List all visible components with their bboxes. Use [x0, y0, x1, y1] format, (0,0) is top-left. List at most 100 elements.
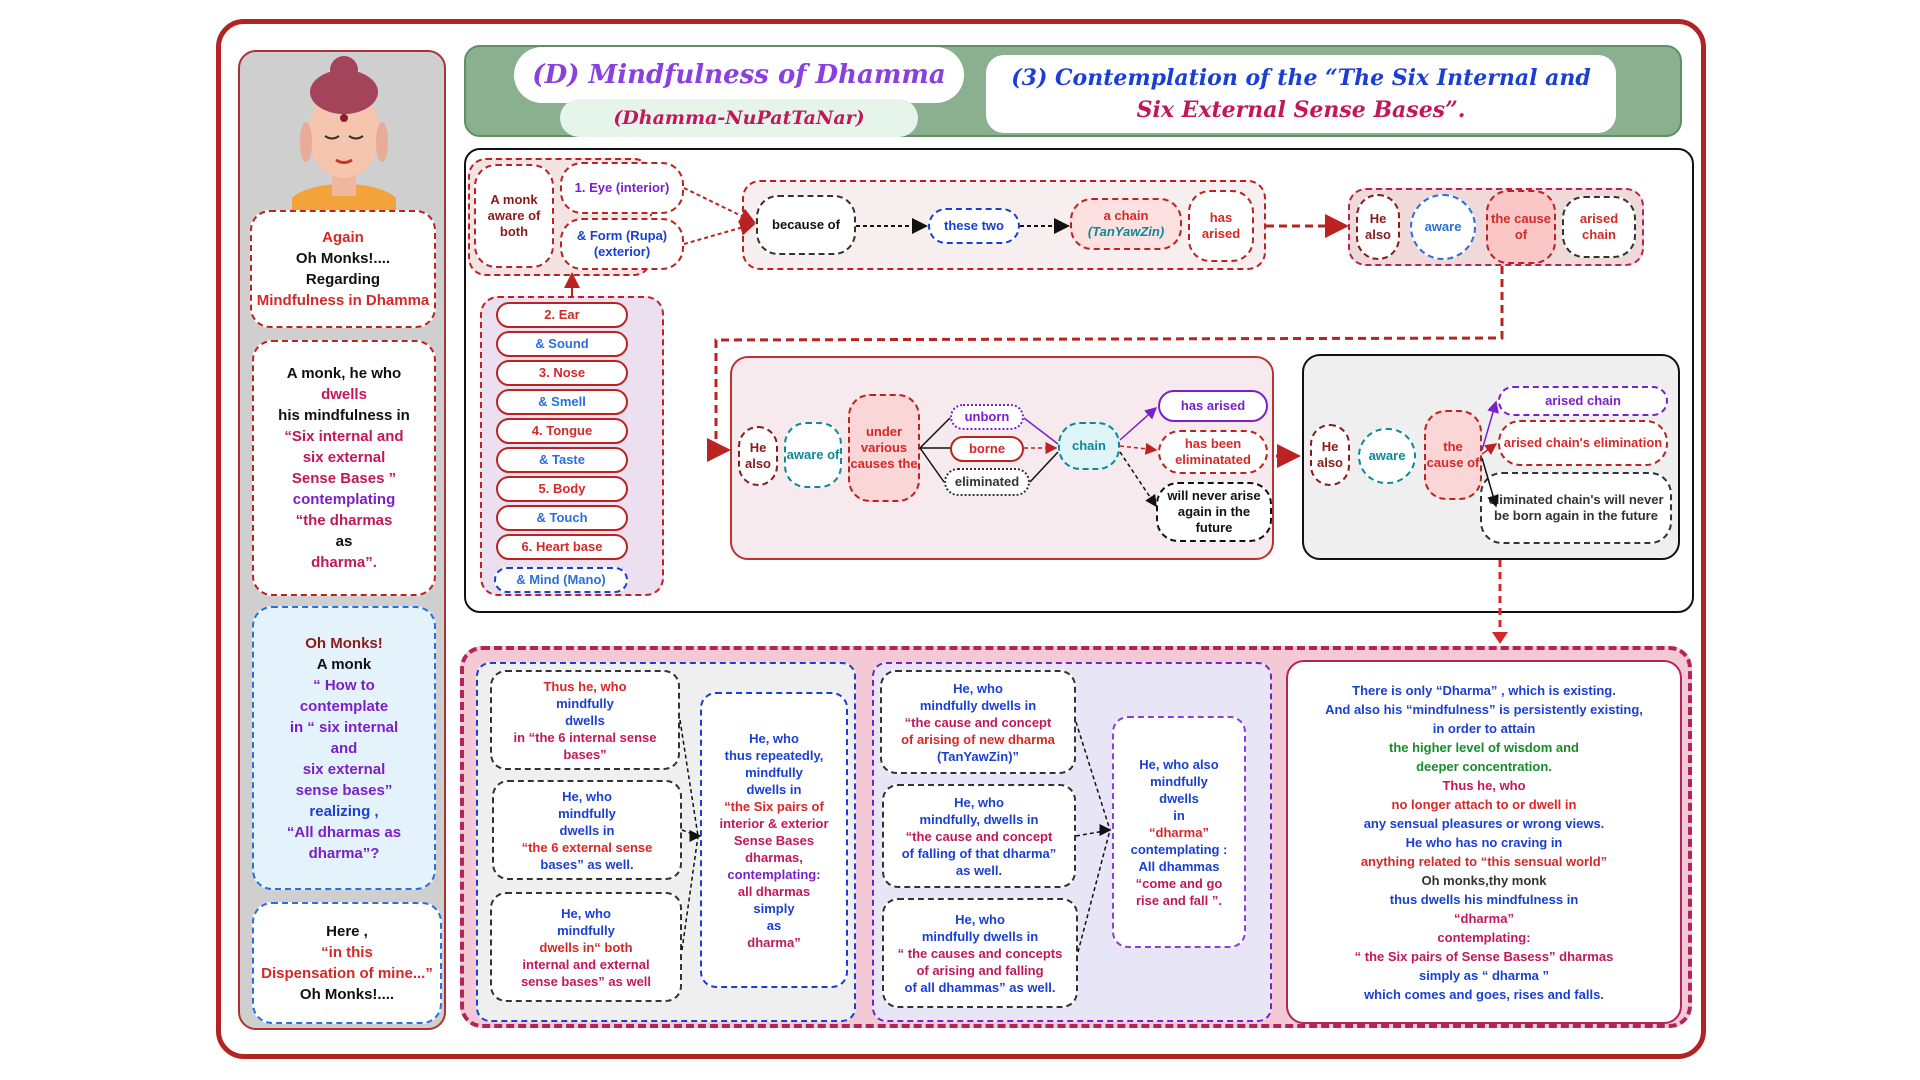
these-two-node: these two [928, 208, 1020, 244]
line: contemplating [292, 491, 396, 508]
card-six-pairs [700, 692, 848, 988]
line: mindfully dwells in [921, 928, 1039, 944]
line: dharma” [747, 934, 801, 950]
sense-label: & Touch [536, 510, 588, 525]
arised-chain-node: arised chain [1562, 196, 1636, 258]
under-causes-node: under various causes the [848, 394, 920, 502]
line: the higher level of wisdom and [1389, 739, 1579, 755]
sense-label: 6. Heart base [521, 539, 603, 554]
line: mindfully [558, 805, 616, 821]
sense-item: 5. Body [496, 476, 628, 502]
he-also-node: He also [1356, 194, 1400, 260]
aware-of-node: aware of [784, 422, 842, 488]
eye-label: 1. Eye (interior) [574, 180, 670, 195]
form-node: & Form (Rupa) (exterior) [560, 218, 684, 270]
has-arised2-node: has arised [1158, 390, 1268, 422]
line: dwells in [559, 822, 615, 838]
page-subtitle-text: (Dhamma-NuPatTaNar) [613, 107, 865, 129]
line: “ the causes and concepts [897, 945, 1063, 961]
line: mindfully, dwells in [919, 811, 1039, 827]
arised-chain3-label: arised chain [1545, 393, 1621, 408]
line: contemplating: [1437, 929, 1531, 945]
page-title: (D) Mindfulness of Dhamma [514, 47, 964, 103]
text-again: Again [322, 229, 364, 246]
section-title-line1: (3) Contemplation of the “The Six Intern… [1011, 65, 1591, 91]
line: dwells [1159, 790, 1199, 806]
sense-label: & Smell [538, 394, 586, 409]
he-also3-label: He also [1316, 439, 1343, 470]
text-regarding: Regarding [305, 271, 381, 288]
line: He who has no craving in [1405, 834, 1563, 850]
line: dwells in“ both [539, 939, 633, 955]
question-box: Oh Monks! A monk “ How to contemplate in… [252, 606, 436, 890]
line: (TanYawZin)” [936, 748, 1020, 764]
line: He, who [954, 794, 1004, 810]
line: simply as “ dharma ” [1418, 967, 1550, 983]
sense-item: 2. Ear [496, 302, 628, 328]
he-also2-label: He also [744, 440, 771, 471]
line: “the Six pairs of [724, 798, 824, 814]
line: “ the Six pairs of Sense Basess” dharmas [1354, 948, 1614, 964]
never-arise-label: will never arise again in the future [1167, 488, 1261, 535]
summary-panel: Thus he, who mindfully dwells in “the 6 … [460, 646, 1692, 1028]
sense-label: & Taste [539, 452, 585, 467]
under-causes-label: under various causes the [850, 424, 918, 471]
dispensation-box: Here , “in this Dispensation of mine...”… [252, 902, 442, 1024]
sense-item: & Smell [496, 389, 628, 415]
line: He, who [749, 730, 799, 746]
line: “the 6 external sense [521, 839, 653, 855]
line: mindfully [556, 695, 614, 711]
cause-of3-node: the cause of [1424, 410, 1482, 500]
header-banner: (D) Mindfulness of Dhamma (Dhamma-NuPatT… [464, 45, 1682, 137]
line: anything related to “this sensual world” [1360, 853, 1608, 869]
line: dwells [565, 712, 605, 728]
line: dwells [321, 386, 367, 403]
sense-item: & Sound [496, 331, 628, 357]
he-also-label: He also [1364, 211, 1391, 242]
unborn-node: unborn [950, 404, 1024, 430]
has-arised-node: has arised [1188, 190, 1254, 262]
line: six external [302, 449, 386, 466]
sense-label: & Sound [535, 336, 589, 351]
section-title: (3) Contemplation of the “The Six Intern… [986, 55, 1616, 133]
line: realizing , [309, 802, 379, 820]
line: Dispensation of mine...” [261, 965, 433, 982]
line: bases” as well. [540, 856, 634, 872]
line: all dharmas [737, 883, 811, 899]
page-title-text: (D) Mindfulness of Dhamma [532, 60, 946, 90]
line: contemplating : [1130, 841, 1228, 857]
line: Oh Monks!.... [299, 986, 395, 1003]
sense-label: & Mind (Mano) [516, 572, 606, 587]
line: “the cause and concept [905, 828, 1053, 844]
line: in [1173, 807, 1185, 823]
line: Sense Bases ” [291, 470, 397, 487]
line: interior & exterior [719, 815, 829, 831]
elim-never-node: eliminated chain's will never be born ag… [1480, 472, 1672, 544]
sense-label: 4. Tongue [531, 423, 593, 438]
line: “dharma” [1454, 910, 1514, 926]
line: “All dharmas as [286, 823, 402, 841]
has-been-eliminated-node: has been eliminatated [1158, 430, 1268, 474]
diagram-panel: A monk aware of both 1. Eye (interior) &… [464, 148, 1694, 613]
sense-item: & Touch [496, 505, 628, 531]
card-internal: Thus he, who mindfully dwells in “the 6 … [490, 670, 680, 770]
a-chain-label: a chain [1103, 208, 1149, 223]
sense-label: 2. Ear [544, 307, 580, 322]
text-mindfulness-in-dhamma: Mindfulness in Dhamma [256, 292, 430, 309]
line: any sensual pleasures or wrong views. [1363, 815, 1605, 831]
eye-node: 1. Eye (interior) [560, 162, 684, 214]
never-arise-node: will never arise again in the future [1156, 482, 1272, 542]
line: Oh monks,thy monk [1421, 872, 1547, 888]
arised-chain-elim-node: arised chain's elimination [1498, 420, 1668, 466]
monk-node: A monk aware of both [474, 164, 554, 268]
cause-of-node: the cause of [1486, 190, 1556, 264]
line: mindfully [1150, 773, 1208, 789]
aware-label: aware [1424, 219, 1462, 234]
line: There is only “Dharma” , which is existi… [1352, 682, 1616, 698]
because-of-node: because of [756, 195, 856, 255]
line: which comes and goes, rises and falls. [1364, 986, 1604, 1002]
has-arised-label: has arised [1201, 210, 1241, 241]
